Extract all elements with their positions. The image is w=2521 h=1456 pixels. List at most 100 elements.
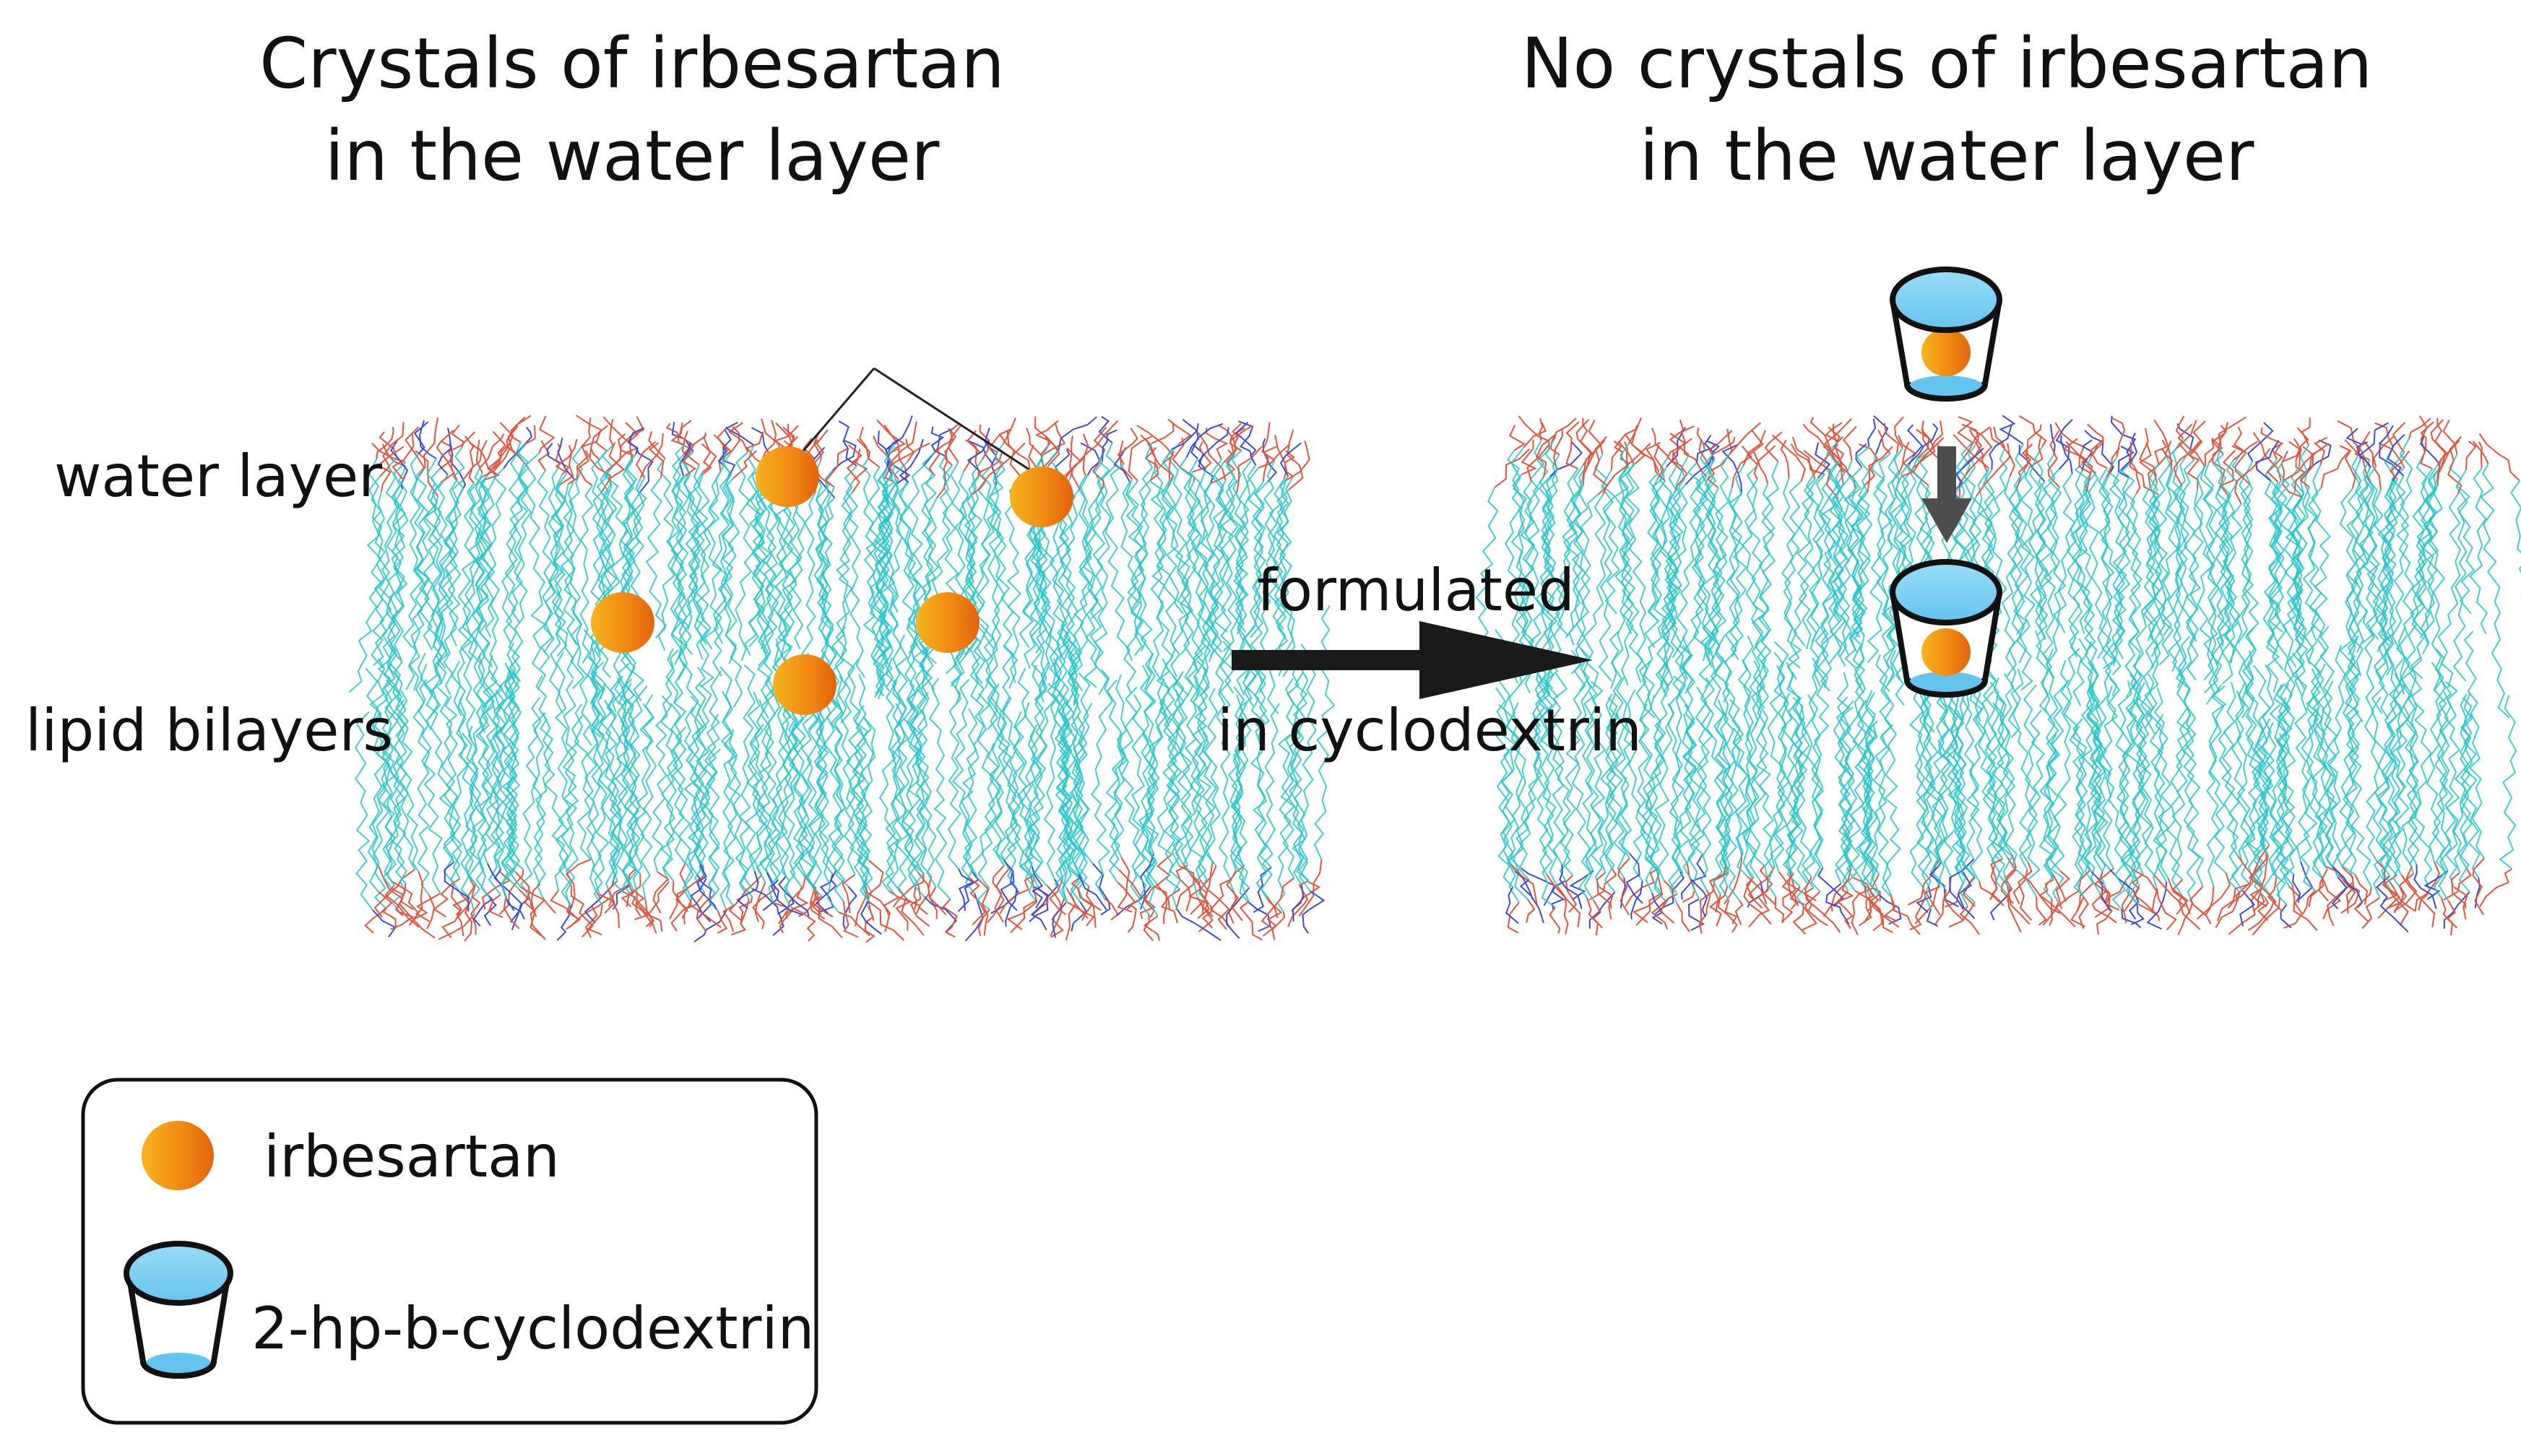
lipid-tail — [1517, 481, 1535, 687]
lipid-head-group — [2087, 423, 2104, 452]
lipid-head-group — [1175, 864, 1192, 912]
lipid-tail — [1695, 686, 1712, 890]
lipid-tail — [511, 467, 532, 680]
lipid-head-group — [2413, 864, 2437, 909]
lipid-head-group — [670, 892, 706, 932]
lipid-tail — [1931, 682, 1951, 859]
lipid-tail — [2377, 672, 2401, 883]
lipid-head-group — [1867, 418, 1877, 448]
lipid-tail — [1723, 487, 1742, 703]
lipid-tail — [1653, 463, 1682, 698]
lipid-head-group — [1143, 884, 1159, 918]
lipid-tail — [1013, 667, 1037, 901]
lipid-head-group — [1823, 417, 1852, 468]
lipid-head-group — [1877, 430, 1891, 454]
lipid-tail — [1505, 672, 1529, 870]
lipid-tail — [2410, 451, 2428, 680]
legend-irbesartan-label: irbesartan — [264, 1123, 560, 1190]
lipid-tail — [1071, 461, 1103, 692]
lipid-tail — [1228, 661, 1253, 867]
lipid-head-group — [842, 874, 856, 914]
lipid-tail — [2035, 630, 2057, 876]
lipid-head-group — [683, 903, 692, 924]
lipid-head-group — [2442, 420, 2458, 455]
lipid-head-group — [986, 868, 1010, 924]
lipid-head-group — [584, 892, 602, 938]
lipid-tail — [587, 656, 610, 895]
lipid-tail — [849, 728, 873, 903]
lipid-head-group — [778, 875, 810, 919]
lipid-head-group — [2138, 904, 2161, 922]
lipid-tail — [1127, 443, 1154, 614]
lipid-tail — [1162, 448, 1184, 615]
lipid-head-group — [772, 896, 795, 936]
lipid-tail — [720, 690, 753, 897]
lipid-tail — [1536, 675, 1558, 887]
lipid-tail — [914, 649, 934, 877]
lipid-tail — [420, 664, 456, 885]
lipid-tail — [1513, 713, 1542, 901]
lipid-tail — [1189, 667, 1211, 898]
lipid-tail — [1721, 656, 1749, 877]
lipid-head-group — [1521, 439, 1537, 475]
lipid-tail — [2399, 485, 2439, 695]
lipid-head-group — [988, 428, 1011, 464]
lipid-tail — [2423, 464, 2439, 646]
lipid-tail — [1583, 493, 1607, 688]
lipid-tail — [1583, 681, 1604, 901]
lipid-head-group — [1948, 901, 1976, 928]
lipid-tail — [2216, 445, 2234, 646]
lipid-head-group — [625, 422, 639, 462]
lipid-head-group — [2133, 885, 2158, 915]
lipid-tail — [1139, 664, 1160, 854]
lipid-tail — [1094, 463, 1125, 662]
lipid-head-group — [751, 427, 773, 460]
lipid-head-group — [2331, 876, 2348, 909]
lipid-head-group — [1842, 425, 1857, 461]
lipid-tail — [2071, 472, 2097, 652]
lipid-tail — [756, 677, 782, 904]
lipid-tail — [2129, 702, 2146, 905]
lipid-tail — [1700, 448, 1718, 668]
lipid-head-group — [1627, 417, 1642, 445]
lipid-tail — [574, 703, 603, 906]
lipid-head-group — [1734, 900, 1744, 925]
lipid-tail — [1063, 649, 1081, 879]
lipid-tail — [501, 668, 520, 898]
lipid-tail — [2183, 705, 2205, 887]
lipid-head-group — [1069, 420, 1119, 478]
lipid-head-group — [969, 877, 986, 926]
lipid-head-group — [1494, 448, 1530, 488]
lipid-tail — [1510, 447, 1529, 634]
lipid-tail — [1772, 641, 1789, 872]
lipid-tail — [2300, 693, 2319, 891]
lipid-tail — [2234, 483, 2254, 719]
lipid-head-group — [1597, 442, 1651, 495]
lipid-tail — [1313, 605, 1336, 860]
lipid-head-group — [868, 901, 904, 941]
lipid-head-group — [525, 425, 536, 445]
lipid-tail — [1641, 723, 1667, 903]
lipid-tail — [2080, 642, 2115, 871]
lipid-tail — [1518, 706, 1546, 880]
lipid-tail — [2086, 661, 2111, 870]
lipid-tail — [1647, 472, 1670, 687]
lipid-head-group — [2280, 904, 2292, 929]
lipid-head-group — [809, 888, 834, 918]
lipid-head-group — [538, 415, 555, 454]
lipid-head-group — [1143, 914, 1154, 942]
lipid-tail — [1225, 454, 1247, 635]
lipid-head-group — [1836, 890, 1854, 930]
lipid-head-group — [2267, 876, 2282, 911]
lipid-head-group — [1569, 870, 1594, 901]
lipid-tail — [645, 477, 667, 651]
lipid-head-group — [506, 899, 525, 920]
lipid-head-group — [1708, 863, 1727, 913]
lipid-head-group — [2364, 441, 2382, 490]
lipid-tail — [1172, 675, 1194, 877]
lipid-tail — [2001, 488, 2022, 738]
arrow-label-top: formulated — [1257, 557, 1575, 624]
lipid-head-group — [1708, 885, 1729, 927]
lipid-tail — [501, 454, 521, 644]
lipid-head-group — [2447, 436, 2462, 495]
